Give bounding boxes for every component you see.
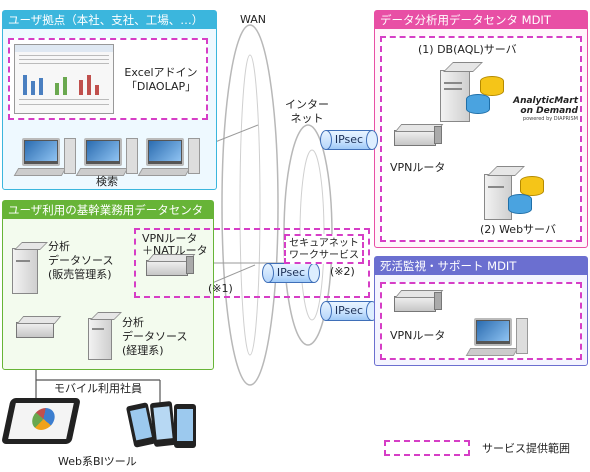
legend-swatch [384,440,470,456]
smartphones-icon [125,400,210,452]
ipsec-tunnel-mdit: IPsec [320,130,378,150]
user-sites-title: ユーザ拠点（本社、支社、工場、…） [3,11,216,29]
wan-label: WAN [240,13,267,26]
mdit-title: データ分析用データセンタ MDIT [375,11,587,29]
core-dc-service-range [134,228,370,298]
ipsec-tunnel-monitoring: IPsec [320,301,378,321]
core-dc-title: ユーザ利用の基幹業務用データセンタ [3,201,213,219]
db-server-label: (1) DB(AQL)サーバ [418,43,517,56]
note1-label: (※1) [208,282,233,295]
excel-screenshot-image [14,44,114,114]
legend-label: サービス提供範囲 [482,442,570,455]
web-server-label: (2) Webサーバ [480,223,556,236]
search-label: 検索 [96,175,118,188]
monitoring-vpn-router-label: VPNルータ [390,329,446,342]
excel-addin-label: Excelアドイン 「DIAOLAP」 [124,66,198,93]
source-accounting-label: 分析 データソース (経理系) [122,316,188,357]
secure-service-label: セキュアネット ワークサービス [289,238,359,261]
monitoring-title: 死活監視・サポート MDIT [375,257,587,275]
secure-network-service-box: セキュアネット ワークサービス [284,234,364,264]
analyticmart-logo: AnalyticMart on Demand powered by DIAPRI… [513,96,578,122]
mobile-users-label: モバイル利用社員 [54,382,142,395]
wan-cloud [221,24,279,386]
source-sales-label: 分析 データソース (販売管理系) [48,240,114,281]
internet-label: インター ネット [285,98,329,125]
web-bi-tool-label: Web系BIツール [58,455,137,468]
tablet-icon [1,398,81,444]
vpn-nat-label: VPNルータ ＋NATルータ [142,232,208,257]
mdit-vpn-router-label: VPNルータ [390,161,446,174]
note2-label: (※2) [330,265,355,278]
